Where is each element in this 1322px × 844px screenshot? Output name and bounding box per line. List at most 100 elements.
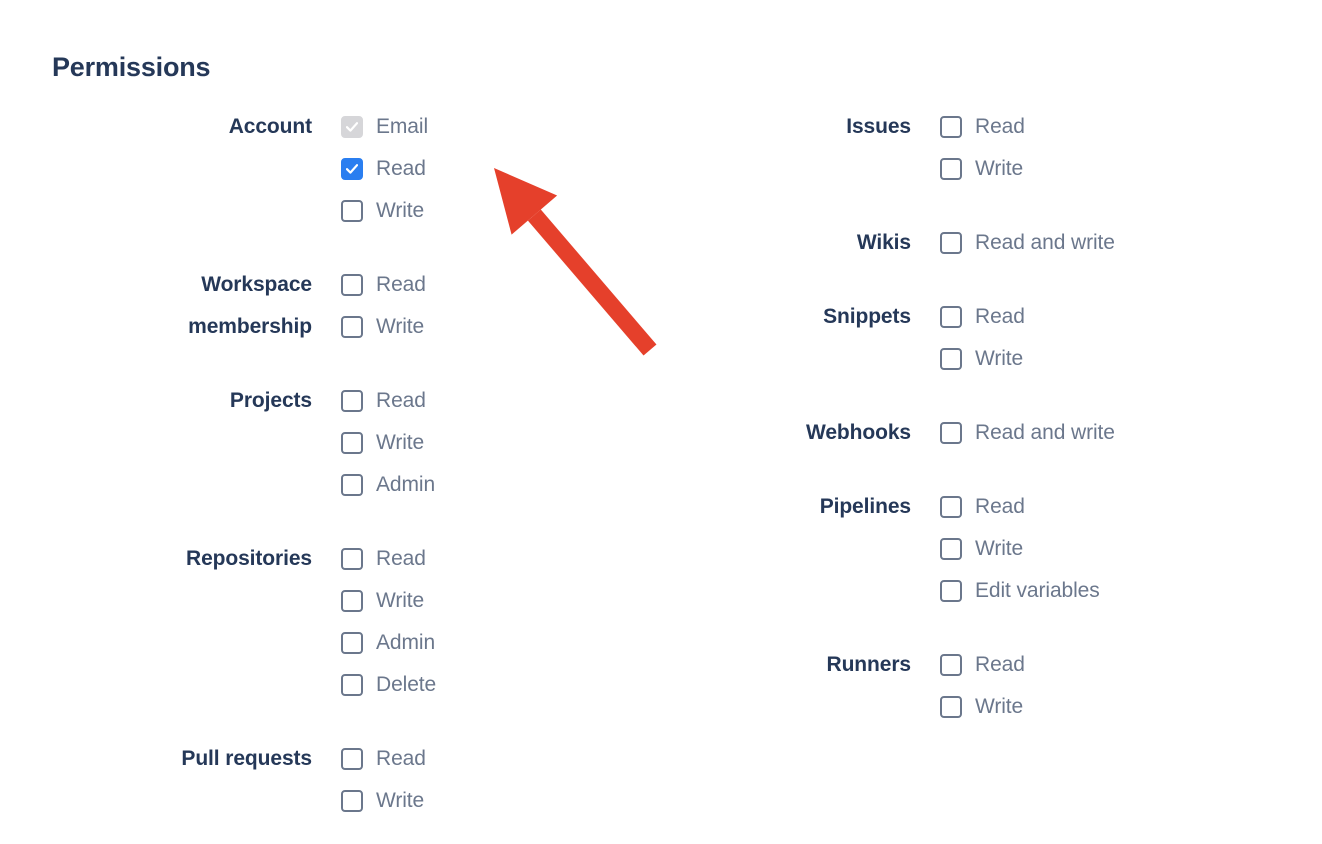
permission-option-row[interactable]: Read	[341, 738, 436, 780]
permission-option-row[interactable]: Write	[940, 148, 1115, 190]
permission-option-row[interactable]: Write	[341, 780, 436, 822]
permission-option-row[interactable]: Write	[341, 422, 436, 464]
permission-option-label: Read	[376, 273, 426, 296]
permission-option-row[interactable]: Write	[940, 528, 1115, 570]
permission-option-label: Read	[376, 389, 426, 412]
checkbox-unchecked[interactable]	[341, 390, 363, 412]
permission-option-row[interactable]: Write	[341, 580, 436, 622]
permission-option-row[interactable]: Read	[940, 106, 1115, 148]
permission-group-label: Account	[228, 115, 312, 138]
permission-option-label: Read and write	[975, 421, 1115, 444]
permission-option-row[interactable]: Write	[341, 190, 436, 232]
permission-option-row[interactable]: Admin	[341, 464, 436, 506]
permission-group-label: Webhooks	[806, 421, 911, 444]
checkbox-unchecked[interactable]	[341, 274, 363, 296]
permission-group-label: Projects	[229, 389, 312, 412]
permission-group: Wikis Read and write	[600, 222, 1115, 264]
checkbox-unchecked[interactable]	[341, 790, 363, 812]
checkbox-unchecked[interactable]	[940, 116, 962, 138]
permission-option-label: Admin	[376, 631, 436, 654]
permission-option-label: Write	[975, 347, 1024, 370]
checkbox-unchecked[interactable]	[940, 654, 962, 676]
checkbox-unchecked[interactable]	[341, 432, 363, 454]
checkbox-unchecked[interactable]	[341, 316, 363, 338]
checkbox-unchecked[interactable]	[341, 748, 363, 770]
permission-option-label: Read	[376, 547, 426, 570]
permission-option-label: Write	[975, 537, 1024, 560]
checkbox-unchecked[interactable]	[940, 696, 962, 718]
checkbox-unchecked[interactable]	[940, 580, 962, 602]
permission-option-label: Write	[975, 695, 1024, 718]
page-title: Permissions	[52, 52, 211, 82]
checkbox-disabled-checked	[341, 116, 363, 138]
permission-option-row[interactable]: Read	[341, 148, 436, 190]
permission-option-row[interactable]: Read and write	[940, 222, 1115, 264]
permission-group-label: Snippets	[823, 305, 911, 328]
checkbox-unchecked[interactable]	[341, 674, 363, 696]
permission-option-label: Read	[975, 305, 1025, 328]
permission-option-label: Write	[975, 157, 1024, 180]
permission-option-row[interactable]: Read	[940, 296, 1115, 338]
permission-group: Webhooks Read and write	[600, 412, 1115, 454]
checkbox-unchecked[interactable]	[940, 306, 962, 328]
checkbox-unchecked[interactable]	[940, 158, 962, 180]
permission-option-row[interactable]: Write	[341, 306, 436, 348]
checkbox-unchecked[interactable]	[341, 548, 363, 570]
permission-option-label: Write	[376, 315, 425, 338]
permission-option-row[interactable]: Write	[940, 338, 1115, 380]
checkbox-unchecked[interactable]	[940, 232, 962, 254]
permission-option-label: Email	[376, 115, 429, 138]
permission-option-row[interactable]: Read	[341, 538, 436, 580]
permission-option-row[interactable]: Delete	[341, 664, 436, 706]
checkbox-unchecked[interactable]	[341, 474, 363, 496]
permission-option-label: Write	[376, 589, 425, 612]
checkbox-checked[interactable]	[341, 158, 363, 180]
permission-option-row[interactable]: Write	[940, 686, 1115, 728]
checkbox-unchecked[interactable]	[940, 496, 962, 518]
permission-option-label: Edit variables	[975, 579, 1100, 602]
permission-option-row[interactable]: Read	[341, 380, 436, 422]
checkbox-unchecked[interactable]	[341, 590, 363, 612]
permission-option-row[interactable]: Read	[940, 644, 1115, 686]
checkbox-unchecked[interactable]	[341, 200, 363, 222]
permission-group-label: Wikis	[856, 231, 911, 254]
checkbox-unchecked[interactable]	[341, 632, 363, 654]
permission-option-label: Write	[376, 431, 425, 454]
permission-group-label: Workspace membership	[188, 273, 312, 338]
permission-option-row[interactable]: Read	[940, 486, 1115, 528]
checkbox-unchecked[interactable]	[940, 422, 962, 444]
permission-group-label: Issues	[846, 115, 911, 138]
checkbox-unchecked[interactable]	[940, 348, 962, 370]
permission-option-label: Admin	[376, 473, 436, 496]
permission-option-label: Read	[975, 495, 1025, 518]
permission-option-label: Read	[975, 653, 1025, 676]
permission-option-label: Read and write	[975, 231, 1115, 254]
permission-option-label: Write	[376, 199, 425, 222]
permission-option-row[interactable]: Read and write	[940, 412, 1115, 454]
checkbox-unchecked[interactable]	[940, 538, 962, 560]
permission-option-row[interactable]: Edit variables	[940, 570, 1115, 612]
permission-option-row[interactable]: Email	[341, 106, 436, 148]
permission-option-label: Delete	[376, 673, 437, 696]
permission-option-row[interactable]: Read	[341, 264, 436, 306]
permission-option-label: Read	[975, 115, 1025, 138]
permission-option-row[interactable]: Admin	[341, 622, 436, 664]
